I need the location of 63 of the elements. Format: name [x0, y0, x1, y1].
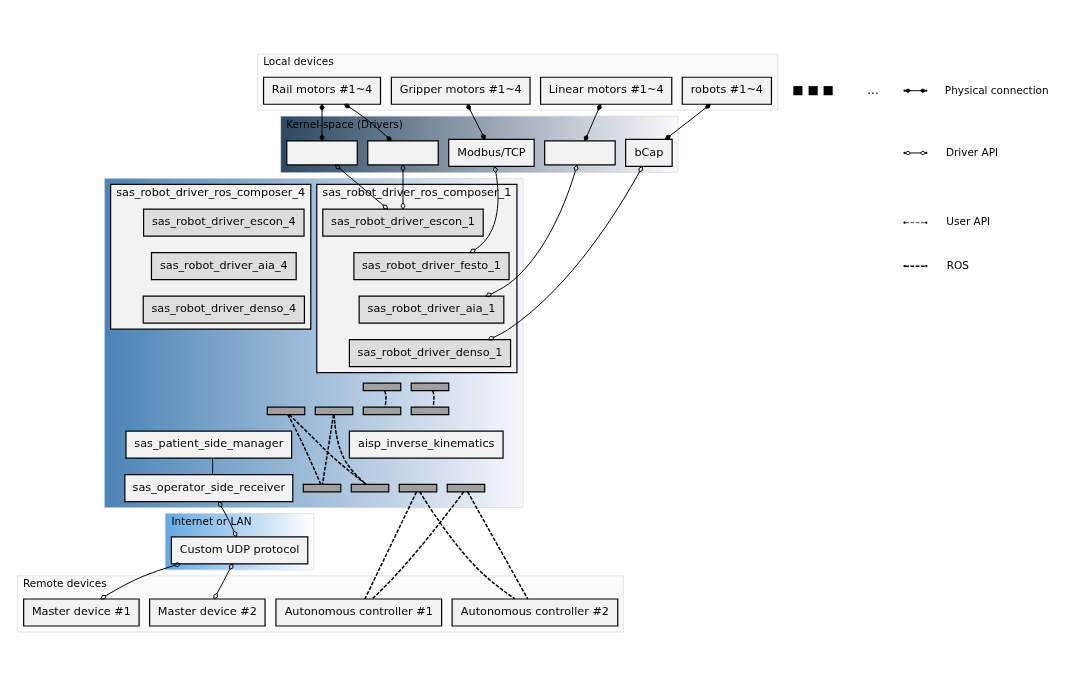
connector: [371, 490, 465, 600]
label: ■ ■ ■: [792, 82, 834, 97]
node-bar: [398, 483, 438, 492]
label: ...: [867, 82, 879, 97]
node-bar: [410, 406, 450, 415]
connector: [466, 103, 486, 140]
connector: [400, 164, 406, 209]
node-box: [286, 139, 358, 166]
node-bar: [446, 483, 486, 492]
node-box: sas_robot_driver_escon_4: [143, 208, 305, 237]
node-box: sas_robot_driver_escon_1: [322, 208, 484, 237]
legend-label: Physical connection: [944, 83, 1049, 95]
node-box: Custom UDP protocol: [170, 535, 309, 564]
connector: [487, 165, 644, 341]
node-box: sas_robot_driver_aia_4: [150, 251, 297, 280]
node-box: sas_robot_driver_denso_1: [348, 338, 512, 367]
connector: [100, 561, 181, 599]
connector: [485, 164, 579, 297]
node-box: sas_robot_driver_festo_1: [353, 251, 510, 280]
legend-label: Driver API: [945, 145, 999, 158]
connector: [583, 103, 602, 141]
node-box: sas_robot_driver_aia_1: [358, 295, 505, 324]
connector: [319, 103, 325, 141]
node-box: Master device #2: [149, 597, 266, 627]
legend-label: User API: [946, 214, 991, 227]
connector: [469, 165, 499, 253]
node-box: [544, 139, 616, 166]
node-box: sas_operator_side_receiver: [124, 473, 294, 502]
node-bar: [266, 406, 306, 415]
connector: [364, 490, 418, 600]
node-bar: [302, 483, 342, 492]
node-bar: [362, 406, 402, 415]
node-bar: [350, 483, 390, 492]
node-box: Autonomous controller #1: [275, 597, 443, 627]
connector: [288, 413, 367, 485]
node-box: Autonomous controller #2: [451, 597, 619, 627]
node-box: Linear motors #1~4: [539, 76, 673, 105]
legend-label: ROS: [946, 258, 969, 271]
node-box: robots #1~4: [681, 76, 773, 105]
node-box: sas_robot_driver_denso_4: [142, 295, 305, 324]
connector: [384, 389, 387, 408]
connector: [466, 490, 529, 600]
node-box: Gripper motors #1~4: [390, 76, 531, 105]
connector: [432, 389, 435, 408]
node-box: Modbus/TCP: [448, 138, 535, 167]
connector: [321, 413, 335, 485]
node-bar: [362, 382, 402, 391]
connector: [334, 164, 389, 209]
connector: [287, 413, 322, 485]
connector: [419, 490, 516, 600]
node-bar: [314, 406, 354, 415]
node-box: bCap: [625, 138, 673, 167]
connector: [212, 457, 214, 475]
node-box: Master device #1: [23, 597, 140, 627]
node-bar: [410, 382, 450, 391]
node-box: sas_patient_side_manager: [125, 430, 293, 459]
node-box: [367, 139, 439, 166]
connector: [217, 500, 238, 537]
connector: [333, 413, 367, 485]
node-box: Rail motors #1~4: [262, 76, 382, 105]
connector: [213, 562, 234, 599]
connector: [664, 103, 711, 140]
node-box: aisp_inverse_kinematics: [348, 430, 504, 459]
